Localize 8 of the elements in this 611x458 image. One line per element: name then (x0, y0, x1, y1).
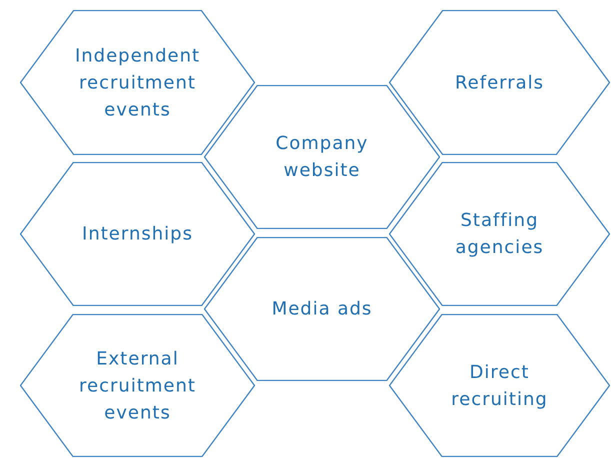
hexagon-label: Internships (81, 222, 194, 246)
hexagon-label: Independent recruitment events (74, 44, 202, 122)
hexagon-label: Staffing agencies (454, 209, 545, 260)
hexagon-label: Referrals (454, 71, 546, 95)
hexagon-label: Media ads (270, 298, 374, 322)
hexagon-label: Company website (274, 132, 370, 183)
hexagon-label: Direct recruiting (450, 360, 549, 412)
hexagon-label: External recruitment events (78, 347, 197, 425)
